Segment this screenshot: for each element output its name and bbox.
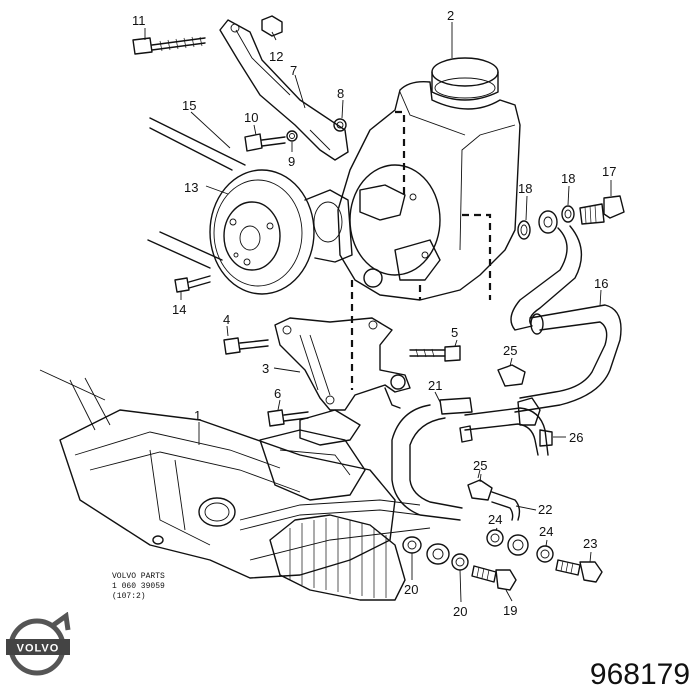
callout-10: 10 xyxy=(244,110,258,125)
volvo-logo-text: VOLVO xyxy=(17,643,60,655)
mounting-bracket-part xyxy=(174,275,461,427)
steering-gear-part xyxy=(39,369,431,601)
callout-8: 8 xyxy=(337,86,344,101)
callout-4: 4 xyxy=(223,312,230,327)
reservoir-and-pump-part xyxy=(337,57,521,390)
catalog-line-2: 1 060 39059 xyxy=(112,582,165,591)
adjuster-bracket-part xyxy=(132,15,349,161)
callout-13: 13 xyxy=(184,180,198,195)
callout-25-lower: 25 xyxy=(473,458,487,473)
callout-14: 14 xyxy=(172,302,186,317)
callout-21: 21 xyxy=(428,378,442,393)
callout-17: 17 xyxy=(602,164,616,179)
volvo-logo-icon: VOLVO xyxy=(6,612,71,676)
callout-18-left: 18 xyxy=(518,181,532,196)
callout-1: 1 xyxy=(194,408,201,423)
callout-24-right: 24 xyxy=(539,524,553,539)
callout-16: 16 xyxy=(594,276,608,291)
part-number: 968179 xyxy=(589,658,690,691)
callout-25-upper: 25 xyxy=(503,343,517,358)
callout-2: 2 xyxy=(447,8,454,23)
callout-9: 9 xyxy=(288,154,295,169)
callout-23: 23 xyxy=(583,536,597,551)
callout-22: 22 xyxy=(538,502,552,517)
callout-24-left: 24 xyxy=(488,512,502,527)
catalog-line-3: (107:2) xyxy=(112,592,146,601)
catalog-line-1: VOLVO PARTS xyxy=(112,572,165,581)
drive-belt-part xyxy=(147,117,246,269)
pulley-part xyxy=(209,169,353,295)
callout-6: 6 xyxy=(274,386,281,401)
callout-3: 3 xyxy=(262,361,269,376)
callout-12: 12 xyxy=(269,49,283,64)
callout-11: 11 xyxy=(132,13,146,28)
callout-19: 19 xyxy=(503,603,517,618)
callout-20-right: 20 xyxy=(453,604,467,619)
fittings-part xyxy=(402,195,625,591)
callout-26: 26 xyxy=(569,430,583,445)
callout-15: 15 xyxy=(182,98,196,113)
catalog-reference: VOLVO PARTS 1 060 39059 (107:2) xyxy=(112,572,165,602)
hose-assembly-part xyxy=(391,225,622,521)
callout-labels: 11 12 7 8 2 15 10 9 13 14 4 5 3 6 1 18 1… xyxy=(132,8,616,619)
callout-7: 7 xyxy=(290,63,297,78)
callout-20-left: 20 xyxy=(404,582,418,597)
leader-lines xyxy=(144,22,612,603)
callout-18-right: 18 xyxy=(561,171,575,186)
callout-5: 5 xyxy=(451,325,458,340)
